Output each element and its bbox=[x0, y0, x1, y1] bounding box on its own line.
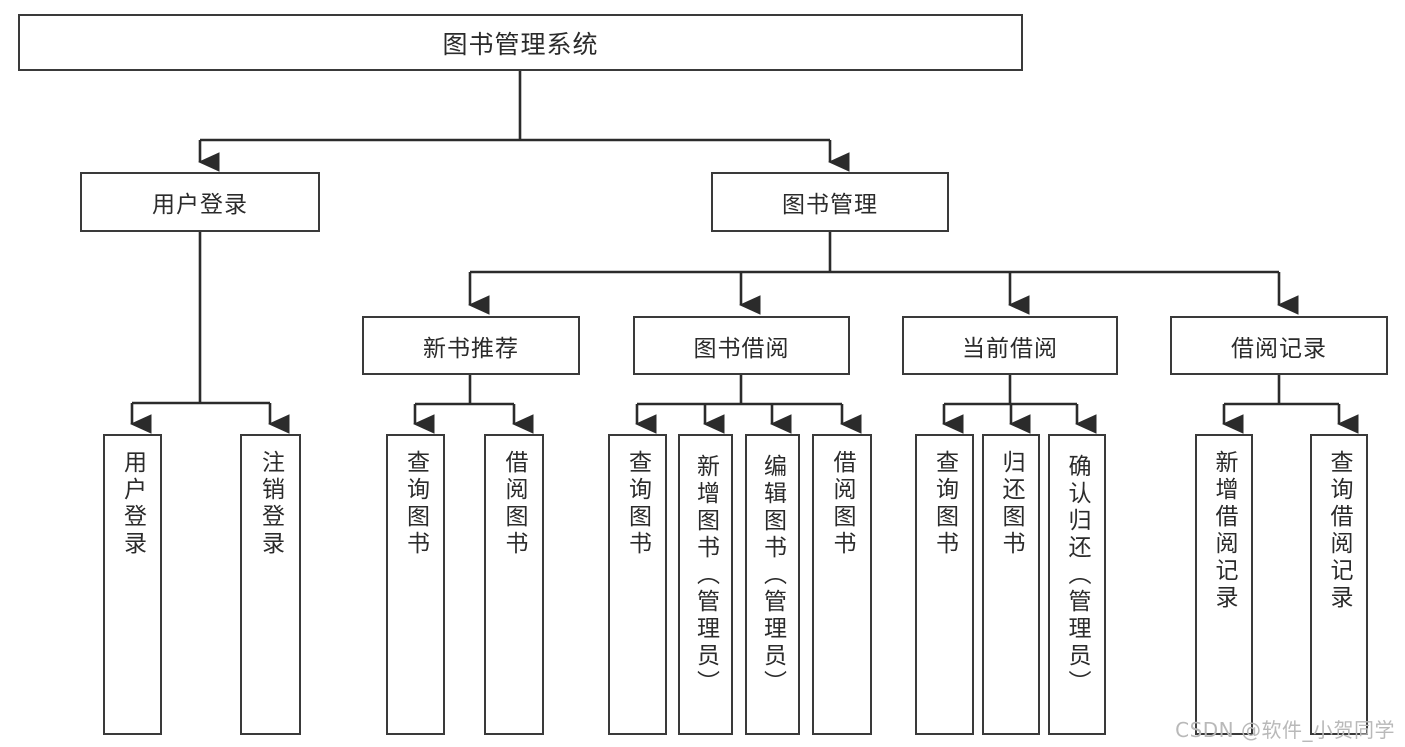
node-current-borrow[interactable]: 当前借阅 bbox=[902, 316, 1118, 375]
node-leaf-borrow-book-2[interactable]: 借阅图书 bbox=[812, 434, 872, 735]
node-leaf-user-login-label: 用户登录 bbox=[119, 450, 146, 558]
node-leaf-add-record[interactable]: 新增借阅记录 bbox=[1195, 434, 1253, 735]
node-leaf-add-record-label: 新增借阅记录 bbox=[1211, 450, 1238, 612]
node-leaf-add-book-admin-label: 新增图书（管理员） bbox=[692, 454, 719, 697]
node-leaf-logout-label: 注销登录 bbox=[257, 450, 284, 558]
node-leaf-return-book[interactable]: 归还图书 bbox=[982, 434, 1040, 735]
node-new-book-recommend[interactable]: 新书推荐 bbox=[362, 316, 580, 375]
node-leaf-query-book-1[interactable]: 查询图书 bbox=[386, 434, 445, 735]
node-user-login-label: 用户登录 bbox=[152, 192, 248, 218]
node-root[interactable]: 图书管理系统 bbox=[18, 14, 1023, 71]
node-leaf-borrow-book-1[interactable]: 借阅图书 bbox=[484, 434, 544, 735]
node-leaf-query-book-3-label: 查询图书 bbox=[931, 450, 958, 558]
node-leaf-query-book-2-label: 查询图书 bbox=[624, 450, 651, 558]
node-book-borrow[interactable]: 图书借阅 bbox=[633, 316, 850, 375]
node-root-label: 图书管理系统 bbox=[442, 29, 599, 59]
node-leaf-confirm-return-label: 确认归还（管理员） bbox=[1064, 454, 1091, 697]
node-user-login[interactable]: 用户登录 bbox=[80, 172, 320, 232]
node-leaf-edit-book-admin[interactable]: 编辑图书（管理员） bbox=[745, 434, 800, 735]
node-leaf-query-record-label: 查询借阅记录 bbox=[1326, 450, 1353, 612]
node-leaf-borrow-book-2-label: 借阅图书 bbox=[829, 450, 856, 558]
node-leaf-query-book-3[interactable]: 查询图书 bbox=[915, 434, 974, 735]
node-book-management[interactable]: 图书管理 bbox=[711, 172, 949, 232]
node-book-management-label: 图书管理 bbox=[782, 192, 878, 218]
node-leaf-add-book-admin[interactable]: 新增图书（管理员） bbox=[678, 434, 733, 735]
node-borrow-record[interactable]: 借阅记录 bbox=[1170, 316, 1388, 375]
node-new-book-recommend-label: 新书推荐 bbox=[423, 335, 519, 362]
node-leaf-logout[interactable]: 注销登录 bbox=[240, 434, 301, 735]
node-leaf-query-book-2[interactable]: 查询图书 bbox=[608, 434, 667, 735]
node-leaf-confirm-return[interactable]: 确认归还（管理员） bbox=[1048, 434, 1106, 735]
node-leaf-query-record[interactable]: 查询借阅记录 bbox=[1310, 434, 1368, 735]
node-leaf-query-book-1-label: 查询图书 bbox=[402, 450, 429, 558]
node-borrow-record-label: 借阅记录 bbox=[1231, 335, 1327, 362]
node-current-borrow-label: 当前借阅 bbox=[962, 335, 1058, 362]
node-leaf-borrow-book-1-label: 借阅图书 bbox=[501, 450, 528, 558]
watermark: CSDN @软件_小贺同学 bbox=[1175, 718, 1395, 742]
node-leaf-edit-book-admin-label: 编辑图书（管理员） bbox=[759, 454, 786, 697]
node-leaf-user-login[interactable]: 用户登录 bbox=[103, 434, 162, 735]
node-book-borrow-label: 图书借阅 bbox=[693, 335, 790, 362]
node-leaf-return-book-label: 归还图书 bbox=[998, 450, 1025, 558]
